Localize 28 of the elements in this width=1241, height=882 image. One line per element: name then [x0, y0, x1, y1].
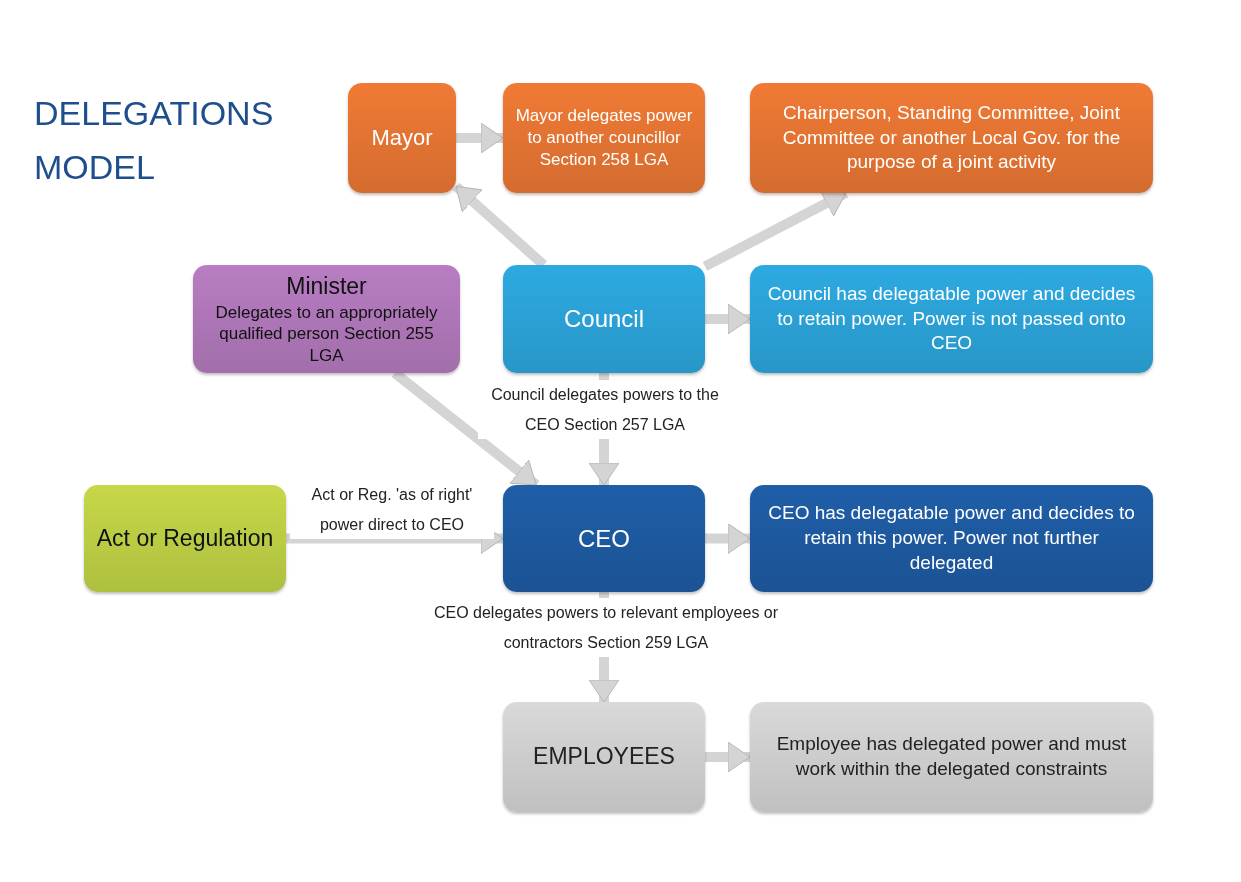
process-box: [503, 83, 705, 193]
arrow: [705, 303, 751, 335]
process-box: [84, 485, 286, 592]
process-box: [750, 702, 1153, 812]
box-text: Council has delegatable power and decides to retain power. Power is not passed onto CEO: [766, 281, 1137, 356]
box-heading: Minister: [286, 272, 367, 302]
diagram-title: DELEGATIONS MODEL: [34, 93, 275, 189]
box-text: Delegates to an appropriately qualified person Section 255 LGA: [214, 302, 439, 366]
process-box: [750, 83, 1153, 193]
arrow: [705, 741, 751, 773]
process-box: [750, 265, 1153, 373]
box-text: CEO has delegatable power and decides to retain this power. Power not further delegated: [767, 501, 1136, 575]
box-text: Mayor delegates power to another councillor Section 258 LGA: [514, 104, 694, 172]
box-text: Chairperson, Standing Committee, Joint Committee or another Local Gov. for the purpose of a joint activity: [781, 100, 1122, 175]
box-text: Council: [563, 304, 644, 335]
box-text: Act or Regulation: [96, 523, 274, 553]
process-box: [503, 702, 705, 812]
process-box: [348, 83, 456, 193]
box-text: EMPLOYEES: [533, 742, 675, 772]
process-box: [193, 265, 460, 373]
arrow: [705, 523, 751, 554]
arrow: [456, 122, 504, 154]
process-box: [750, 485, 1153, 592]
process-box: [503, 485, 705, 592]
box-text: Mayor: [371, 123, 433, 152]
box-text: CEO: [578, 523, 630, 554]
process-box: [503, 265, 705, 373]
box-text: Employee has delegated power and must work within the delegated constraints: [775, 732, 1128, 781]
